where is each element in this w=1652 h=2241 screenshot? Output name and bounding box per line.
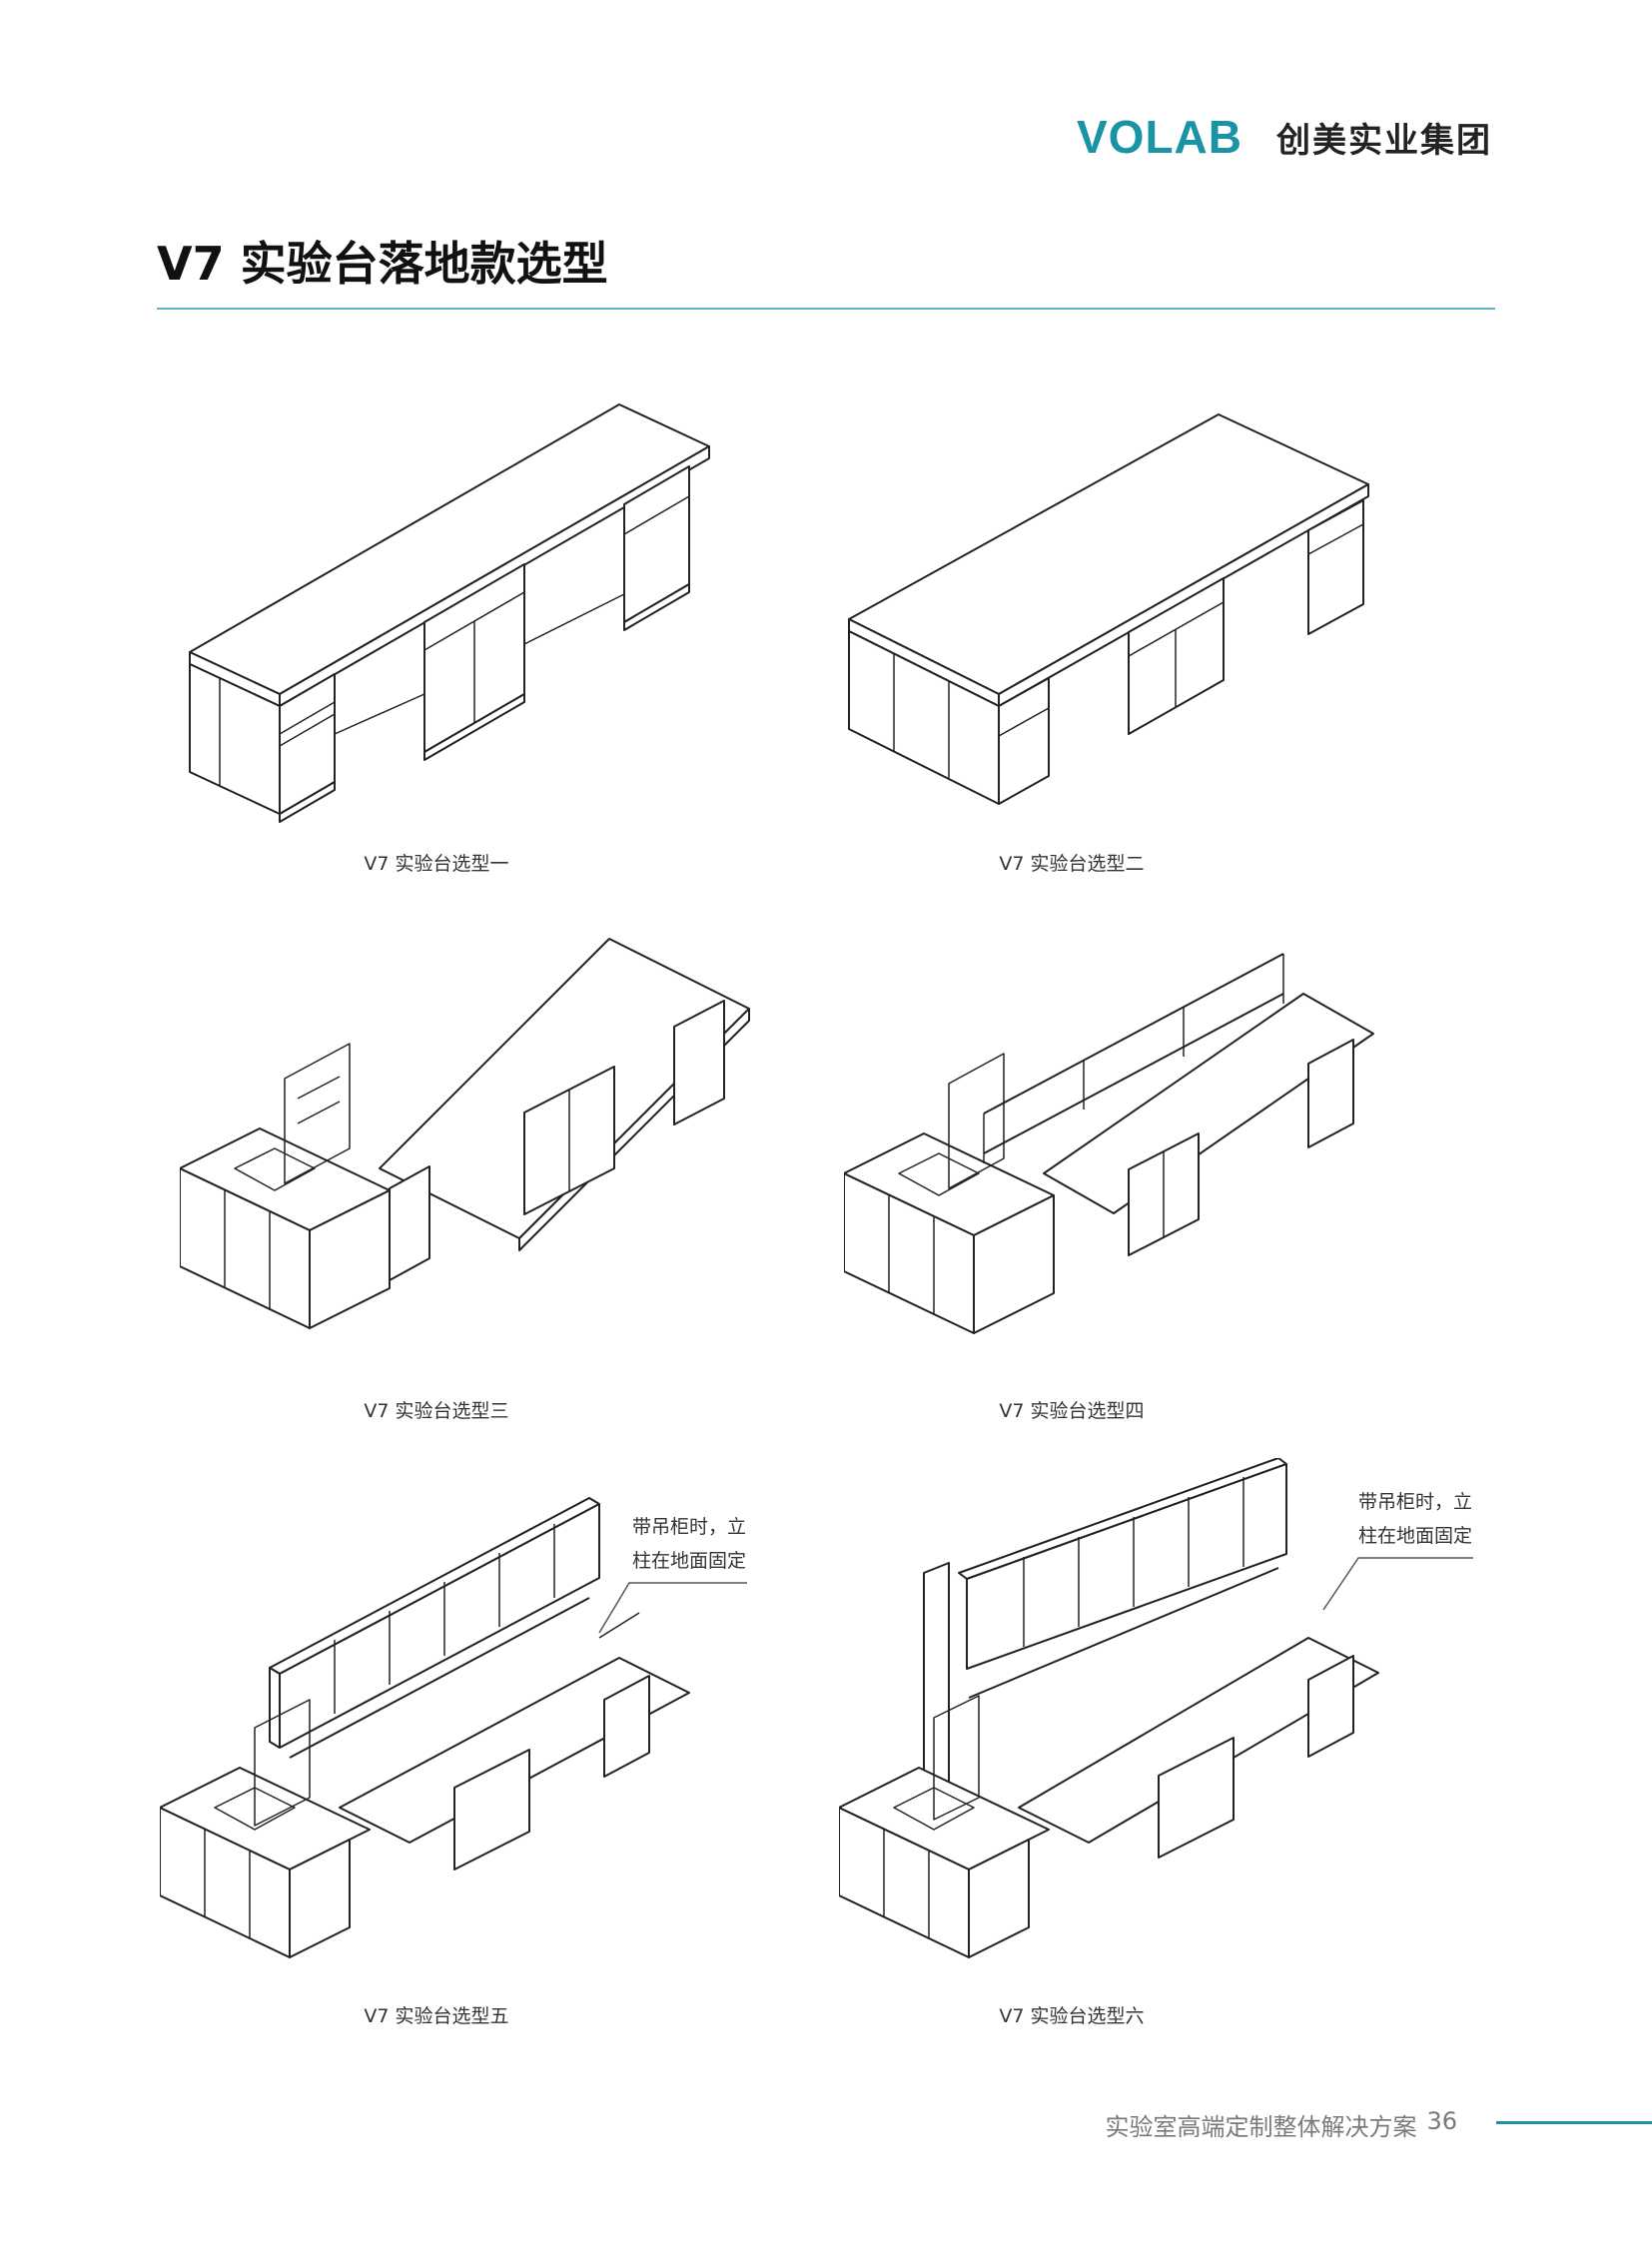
note-6-line-2: 柱在地面固定 [1358, 1525, 1473, 1547]
caption-model-5: V7 实验台选型五 [364, 2005, 509, 2027]
mounting-note-5: 带吊柜时，立 柱在地面固定 [632, 1510, 746, 1578]
caption-model-2: V7 实验台选型二 [999, 853, 1145, 875]
page-title: V7 实验台落地款选型 [157, 237, 608, 291]
bench-drawing-4 [844, 914, 1383, 1343]
bench-illustration-1 [189, 403, 710, 823]
bench-drawing-2 [839, 404, 1378, 824]
volab-logo: VOLAB [1077, 111, 1242, 163]
caption-model-4: V7 实验台选型四 [999, 1400, 1145, 1422]
bench-illustration-5 [160, 1497, 690, 1958]
title-divider [157, 308, 1495, 310]
bench-illustration-4 [844, 953, 1374, 1334]
mounting-note-6: 带吊柜时，立 柱在地面固定 [1358, 1485, 1472, 1553]
bench-drawing-6 [839, 1458, 1398, 1967]
brand-header: VOLAB 创美实业集团 [1077, 110, 1492, 164]
bench-drawing-5 [160, 1488, 759, 1967]
page-number: 36 [1426, 2107, 1457, 2135]
bench-drawing-1 [180, 394, 719, 824]
page-footer: 实验室高端定制整体解决方案 36 [1105, 2107, 1457, 2142]
bench-illustration-6 [839, 1458, 1379, 1958]
footer-accent-line [1496, 2121, 1652, 2124]
bench-drawing-3 [180, 929, 759, 1348]
company-name: 创美实业集团 [1276, 120, 1492, 161]
caption-model-1: V7 实验台选型一 [364, 853, 509, 875]
bench-illustration-2 [848, 413, 1369, 805]
bench-illustration-3 [180, 938, 750, 1329]
footer-text: 实验室高端定制整体解决方案 [1105, 2113, 1417, 2141]
caption-model-6: V7 实验台选型六 [999, 2005, 1145, 2027]
note-6-line-1: 带吊柜时，立 [1358, 1491, 1473, 1513]
note-5-line-2: 柱在地面固定 [632, 1550, 747, 1572]
note-5-line-1: 带吊柜时，立 [632, 1516, 747, 1538]
caption-model-3: V7 实验台选型三 [364, 1400, 509, 1422]
